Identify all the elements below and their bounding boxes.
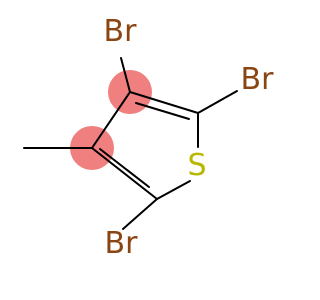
bond-c3-br <box>120 57 131 93</box>
atom-br-top: Br <box>104 14 138 49</box>
atom-br-right: Br <box>241 62 275 97</box>
bond-s-c5 <box>156 180 191 200</box>
molecule-structure: Br Br Br S <box>23 14 275 261</box>
bond-c3-c2-double <box>129 91 199 114</box>
bond-c5-c4-double-inner <box>99 148 150 188</box>
atom-sulfur: S <box>187 148 206 183</box>
bond-c5-c4-double <box>91 147 158 200</box>
bond-c5-br <box>122 198 158 230</box>
bond-c4-c3 <box>91 91 131 149</box>
molecule-canvas: Br Br Br S <box>23 14 275 261</box>
bonds <box>23 57 238 230</box>
atom-br-bottom: Br <box>105 226 139 261</box>
bond-c2-br <box>197 90 238 114</box>
bond-c3-c2-double-inner <box>135 102 190 120</box>
